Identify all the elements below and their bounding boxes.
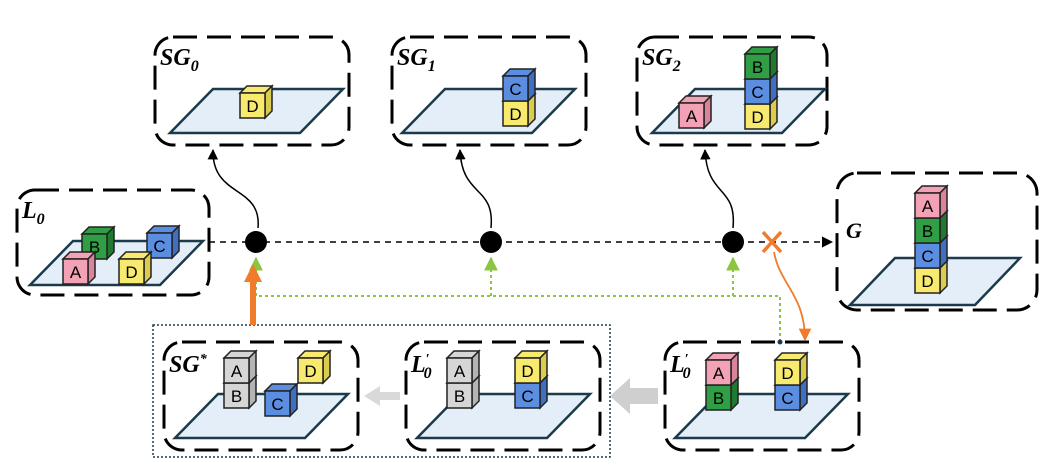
svg-text:C: C — [153, 237, 165, 256]
state-box-sgstar — [162, 340, 360, 452]
gray-arrow-right-to-mid — [610, 378, 658, 414]
svg-text:D: D — [751, 108, 763, 127]
subgoal-arrow — [700, 148, 735, 229]
block-a: A — [61, 250, 97, 286]
timeline-node-2 — [722, 231, 744, 253]
svg-text:B: B — [922, 222, 933, 241]
subgoal-arrow — [207, 148, 259, 229]
label-sg0: SG0 — [160, 45, 199, 75]
svg-text:B: B — [713, 389, 724, 408]
block-a: A — [677, 94, 713, 130]
svg-text:D: D — [521, 362, 533, 381]
svg-text:A: A — [922, 197, 934, 216]
gray-arrow-mid-to-left — [364, 386, 400, 406]
block-a: A — [704, 351, 740, 387]
timeline-node-0 — [245, 231, 267, 253]
block-c: C — [145, 224, 181, 260]
svg-text:D: D — [304, 362, 316, 381]
block-c: C — [501, 67, 537, 103]
label-sg2: SG2 — [642, 45, 681, 75]
label-l0prime-mid: L′0 — [410, 352, 432, 382]
failure-arrow — [773, 251, 812, 342]
table-platform — [414, 392, 593, 440]
block-d: D — [238, 84, 274, 120]
table-platform — [172, 392, 351, 440]
svg-text:B: B — [454, 387, 465, 406]
svg-text:B: B — [231, 387, 242, 406]
feedback-green-dotted-line — [256, 295, 781, 342]
block-c: C — [513, 374, 549, 410]
orange-thick-arrow-head — [244, 264, 262, 282]
block-b: B — [743, 45, 779, 81]
block-d: D — [773, 351, 809, 387]
svg-text:C: C — [521, 387, 533, 406]
table-platform — [399, 87, 578, 135]
block-c: C — [263, 382, 299, 418]
svg-text:C: C — [509, 80, 521, 99]
svg-text:D: D — [921, 272, 933, 291]
state-box-l0prime-mid — [404, 340, 602, 452]
label-sgstar: SG* — [169, 352, 208, 378]
svg-text:A: A — [231, 362, 243, 381]
svg-text:A: A — [713, 364, 725, 383]
label-l0prime-right: L′0 — [669, 352, 691, 382]
block-d: D — [513, 349, 549, 385]
label-goal: G — [846, 218, 862, 243]
svg-text:A: A — [686, 107, 698, 126]
failure-x-icon — [761, 230, 783, 254]
svg-text:C: C — [751, 83, 763, 102]
state-box-l0prime-right — [663, 340, 861, 452]
svg-text:D: D — [246, 97, 258, 116]
block-a: A — [222, 349, 258, 385]
svg-text:B: B — [89, 238, 100, 257]
timeline-node-1 — [480, 231, 502, 253]
block-d: D — [296, 349, 332, 385]
svg-text:A: A — [454, 362, 466, 381]
subgoal-arrow — [455, 148, 493, 229]
svg-text:D: D — [781, 364, 793, 383]
table-platform — [649, 87, 828, 135]
svg-text:C: C — [921, 247, 933, 266]
svg-text:C: C — [271, 395, 283, 414]
refinement-container — [152, 324, 611, 458]
svg-text:C: C — [781, 389, 793, 408]
label-l0: L0 — [21, 198, 45, 228]
svg-text:A: A — [70, 263, 82, 282]
svg-text:B: B — [752, 58, 763, 77]
label-sg1: SG1 — [397, 45, 436, 75]
svg-text:D: D — [125, 263, 137, 282]
block-a: A — [445, 349, 481, 385]
table-platform — [672, 392, 851, 440]
junction-dot — [777, 339, 783, 345]
block-b: B — [80, 225, 116, 261]
block-d: D — [117, 250, 153, 286]
block-a: A — [913, 184, 949, 220]
svg-text:D: D — [509, 105, 521, 124]
